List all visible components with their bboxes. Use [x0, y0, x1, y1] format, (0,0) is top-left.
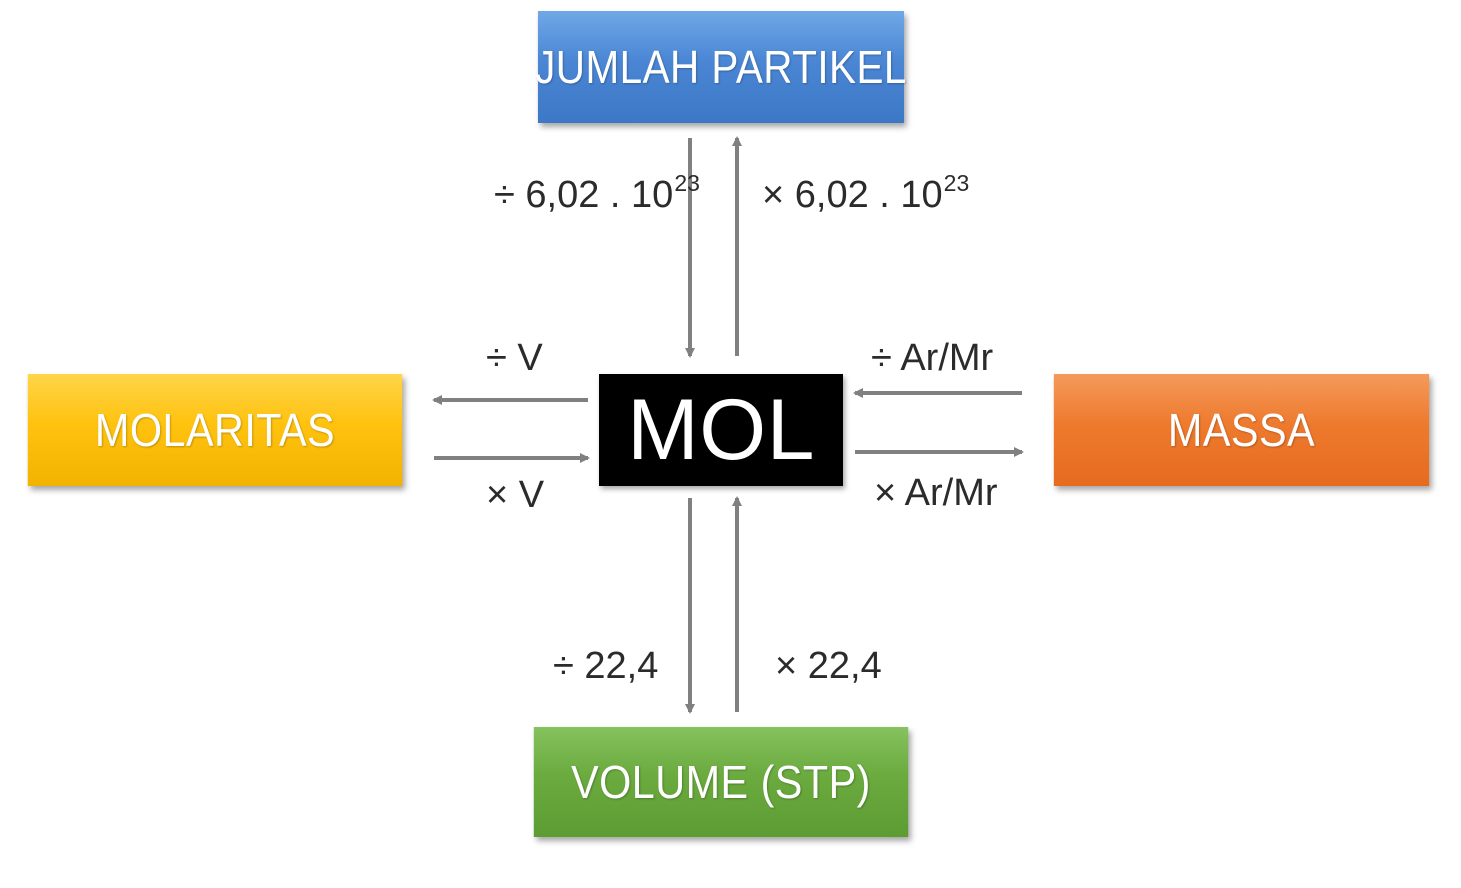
label-mul-v-text: × V — [486, 474, 545, 516]
node-volume-stp: VOLUME (STP) — [533, 727, 909, 837]
node-mol-label: MOL — [627, 381, 815, 478]
label-div-avogadro-exponent: 23 — [674, 170, 700, 196]
node-molaritas: MOLARITAS — [27, 374, 403, 486]
label-div-224: ÷ 22,4 — [553, 647, 658, 685]
label-div-armr-text: ÷ Ar/Mr — [871, 337, 994, 379]
node-massa-label: MASSA — [1167, 404, 1316, 456]
node-mol: MOL — [599, 374, 843, 486]
label-mul-v: × V — [486, 476, 544, 514]
label-mul-224: × 22,4 — [775, 647, 882, 685]
label-mul-avogadro-exponent: 23 — [943, 170, 970, 196]
label-mul-avogadro: × 6,02 . 1023 — [762, 172, 969, 216]
label-div-avogadro: ÷ 6,02 . 1023 — [494, 172, 700, 216]
node-jumlah-partikel: JUMLAH PARTIKEL — [535, 11, 907, 123]
node-volume-stp-label: VOLUME (STP) — [571, 756, 871, 808]
node-molaritas-label: MOLARITAS — [94, 404, 336, 456]
label-mul-armr-text: × Ar/Mr — [874, 472, 998, 514]
node-jumlah-partikel-label: JUMLAH PARTIKEL — [535, 41, 907, 93]
label-div-armr: ÷ Ar/Mr — [871, 339, 993, 377]
node-massa: MASSA — [1053, 374, 1430, 486]
label-mul-224-text: × 22,4 — [775, 645, 882, 687]
label-div-avogadro-text: ÷ 6,02 . 10 — [494, 174, 674, 216]
label-mul-avogadro-text: × 6,02 . 10 — [762, 174, 943, 216]
label-div-v-text: ÷ V — [486, 337, 543, 379]
label-div-v: ÷ V — [486, 339, 543, 377]
label-mul-armr: × Ar/Mr — [874, 474, 998, 512]
label-div-224-text: ÷ 22,4 — [553, 645, 659, 687]
